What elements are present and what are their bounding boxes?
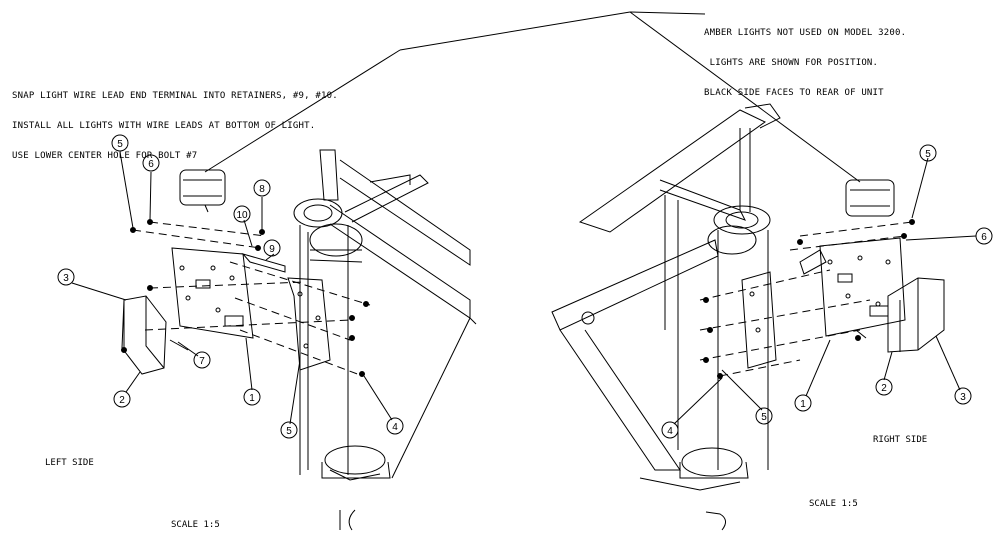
right-balloons: 5 6 1 2 3 4 5 (662, 145, 992, 438)
svg-text:6: 6 (148, 159, 154, 170)
balloon: 5 (281, 422, 297, 438)
balloon: 5 (112, 135, 128, 151)
svg-text:6: 6 (981, 232, 987, 243)
amber-note-line-3: BLACK SIDE FACES TO REAR OF UNIT (704, 88, 884, 98)
svg-text:1: 1 (800, 399, 806, 410)
svg-text:4: 4 (667, 426, 673, 437)
balloon: 2 (876, 379, 892, 395)
svg-text:8: 8 (259, 184, 265, 195)
svg-text:3: 3 (960, 392, 966, 403)
balloon: 5 (920, 145, 936, 161)
balloon: 10 (234, 206, 250, 222)
balloon: 1 (244, 389, 260, 405)
right-fastener-axes (700, 222, 912, 376)
svg-text:5: 5 (286, 426, 292, 437)
svg-text:2: 2 (881, 383, 887, 394)
right-frame (552, 104, 780, 530)
balloon: 1 (795, 395, 811, 411)
wire-lead-note-line-2: INSTALL ALL LIGHTS WITH WIRE LEADS AT BO… (12, 121, 316, 131)
left-amber-light (180, 170, 225, 212)
left-side-label: LEFT SIDE (45, 458, 94, 468)
balloon: 3 (955, 388, 971, 404)
left-frame (294, 150, 476, 530)
svg-text:10: 10 (236, 210, 248, 221)
svg-text:1: 1 (249, 393, 255, 404)
left-scale-label: SCALE 1:5 (171, 520, 220, 530)
balloon: 4 (387, 418, 403, 434)
balloon: 9 (264, 240, 280, 256)
balloon: 2 (114, 391, 130, 407)
wire-lead-note-line-3: USE LOWER CENTER HOLE FOR BOLT #7 (12, 151, 198, 161)
left-fastener-axes (133, 222, 370, 375)
balloon: 3 (58, 269, 74, 285)
svg-text:2: 2 (119, 395, 125, 406)
left-balloons: 5 6 3 8 10 9 7 2 1 5 4 (58, 135, 403, 438)
balloon: 8 (254, 180, 270, 196)
svg-text:4: 4 (392, 422, 398, 433)
balloon: 7 (194, 352, 210, 368)
amber-note-line-1: AMBER LIGHTS NOT USED ON MODEL 3200. (704, 28, 907, 38)
left-mount-plate (172, 248, 330, 370)
right-mount-plate (742, 238, 905, 368)
wire-lead-note: SNAP LIGHT WIRE LEAD END TERMINAL INTO R… (12, 71, 338, 181)
right-side-label: RIGHT SIDE (873, 435, 927, 445)
svg-text:5: 5 (925, 149, 931, 160)
balloon: 4 (662, 422, 678, 438)
amber-note-line-2: LIGHTS ARE SHOWN FOR POSITION. (704, 58, 879, 68)
right-scale-label: SCALE 1:5 (809, 499, 858, 509)
balloon-leaders (72, 152, 976, 424)
svg-text:7: 7 (199, 356, 205, 367)
amber-lights-note: AMBER LIGHTS NOT USED ON MODEL 3200. LIG… (704, 8, 906, 118)
balloon: 6 (143, 155, 159, 171)
right-amber-light (846, 180, 894, 216)
balloon: 6 (976, 228, 992, 244)
balloon: 5 (756, 408, 772, 424)
svg-text:3: 3 (63, 273, 69, 284)
svg-text:5: 5 (117, 139, 123, 150)
svg-text:5: 5 (761, 412, 767, 423)
fasteners (122, 220, 915, 379)
right-tail-light (856, 278, 944, 352)
note-leaders (205, 12, 860, 182)
svg-text:9: 9 (269, 244, 275, 255)
